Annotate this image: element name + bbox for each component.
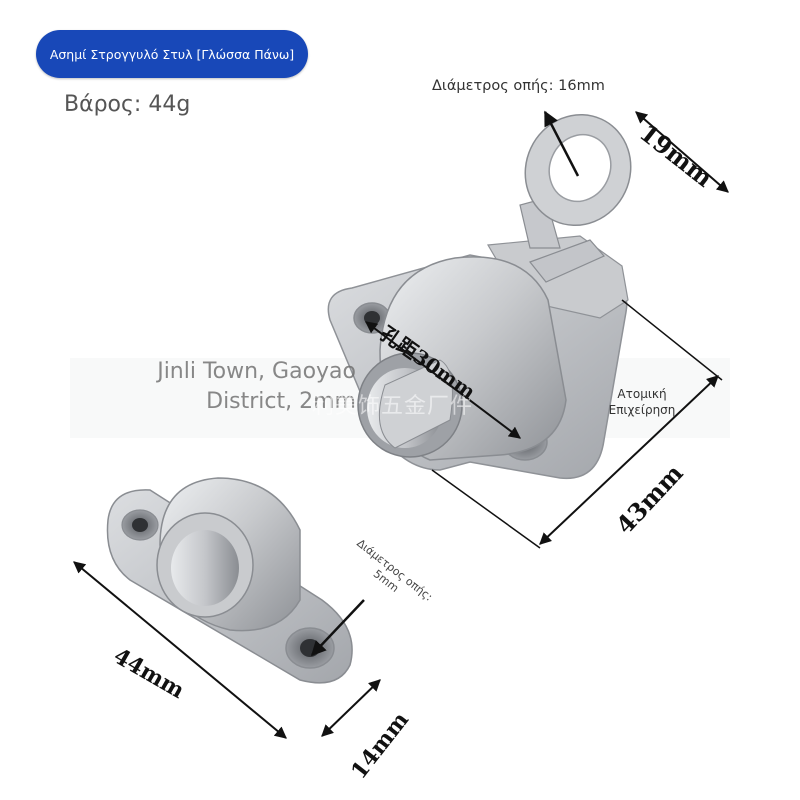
atomic-enterprise-caption: Ατομική Επιχείρηση	[588, 386, 696, 418]
weight-label: Βάρος: 44g	[64, 92, 191, 117]
watermark-chinese: 利美饰五金厂件	[312, 394, 474, 419]
hole-diameter-caption: Διάμετρος οπής: 16mm	[432, 78, 605, 94]
variant-badge[interactable]: Ασημί Στρογγυλό Στυλ [Γλώσσα Πάνω]	[36, 30, 308, 78]
watermark-address: Jinli Town, Gaoyao District, 2mm	[96, 357, 356, 417]
watermark-line-1: Jinli Town, Gaoyao	[157, 359, 356, 384]
atomic-line-1: Ατομική	[617, 387, 667, 401]
dimension-arrows	[73, 110, 729, 739]
atomic-line-2: Επιχείρηση	[608, 403, 676, 417]
main-latch	[327, 113, 632, 480]
watermark-line-2: District, 2mm	[206, 389, 356, 414]
